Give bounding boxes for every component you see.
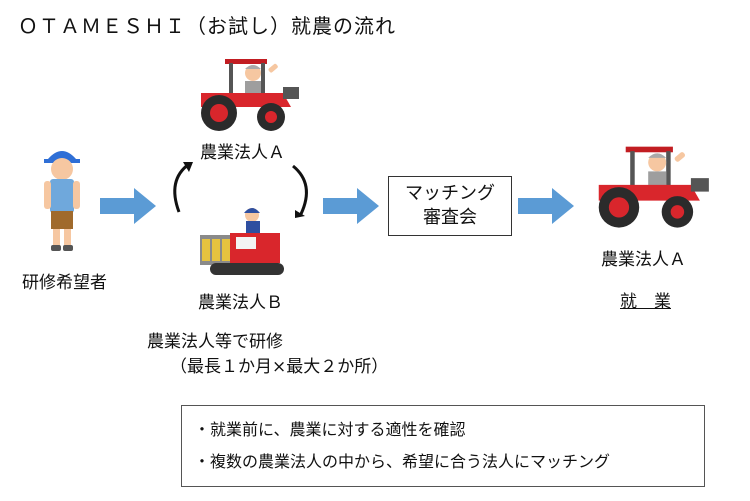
rotation-arrow-icon [292,164,308,218]
page-title: ＯＴＡＭＥＳＨＩ（お試し）就農の流れ [18,14,396,38]
note-item: ・複数の農業法人の中から、希望に合う法人にマッチング [194,452,611,471]
training-line1: 農業法人等で研修 [147,332,283,352]
flow-arrow-icon [323,188,379,224]
corp-b-label: 農業法人Ｂ [198,293,283,313]
rotation-arrow-icon [173,162,193,213]
tractor-farmer-icon [201,59,299,131]
trainee-label: 研修希望者 [22,273,107,293]
note-item: ・就業前に、農業に対する適性を確認 [194,420,466,439]
notes-box: ・就業前に、農業に対する適性を確認 ・複数の農業法人の中から、希望に合う法人にマ… [181,405,705,487]
training-line2: （最長１か月×最大２か所） [170,357,389,377]
employment-status: 就 業 [620,292,671,312]
tractor-farmer-icon [598,146,709,228]
result-corp-label: 農業法人Ａ [601,250,686,270]
matching-line1: マッチング [405,183,495,204]
flow-arrow-icon [518,188,574,224]
combine-harvester-icon [200,208,284,275]
matching-line2: 審査会 [423,207,477,228]
corp-a-label: 農業法人Ａ [200,143,285,163]
flow-arrow-icon [100,188,156,224]
matching-review-box: マッチング 審査会 [388,176,512,236]
farmer-person-icon [44,151,80,251]
